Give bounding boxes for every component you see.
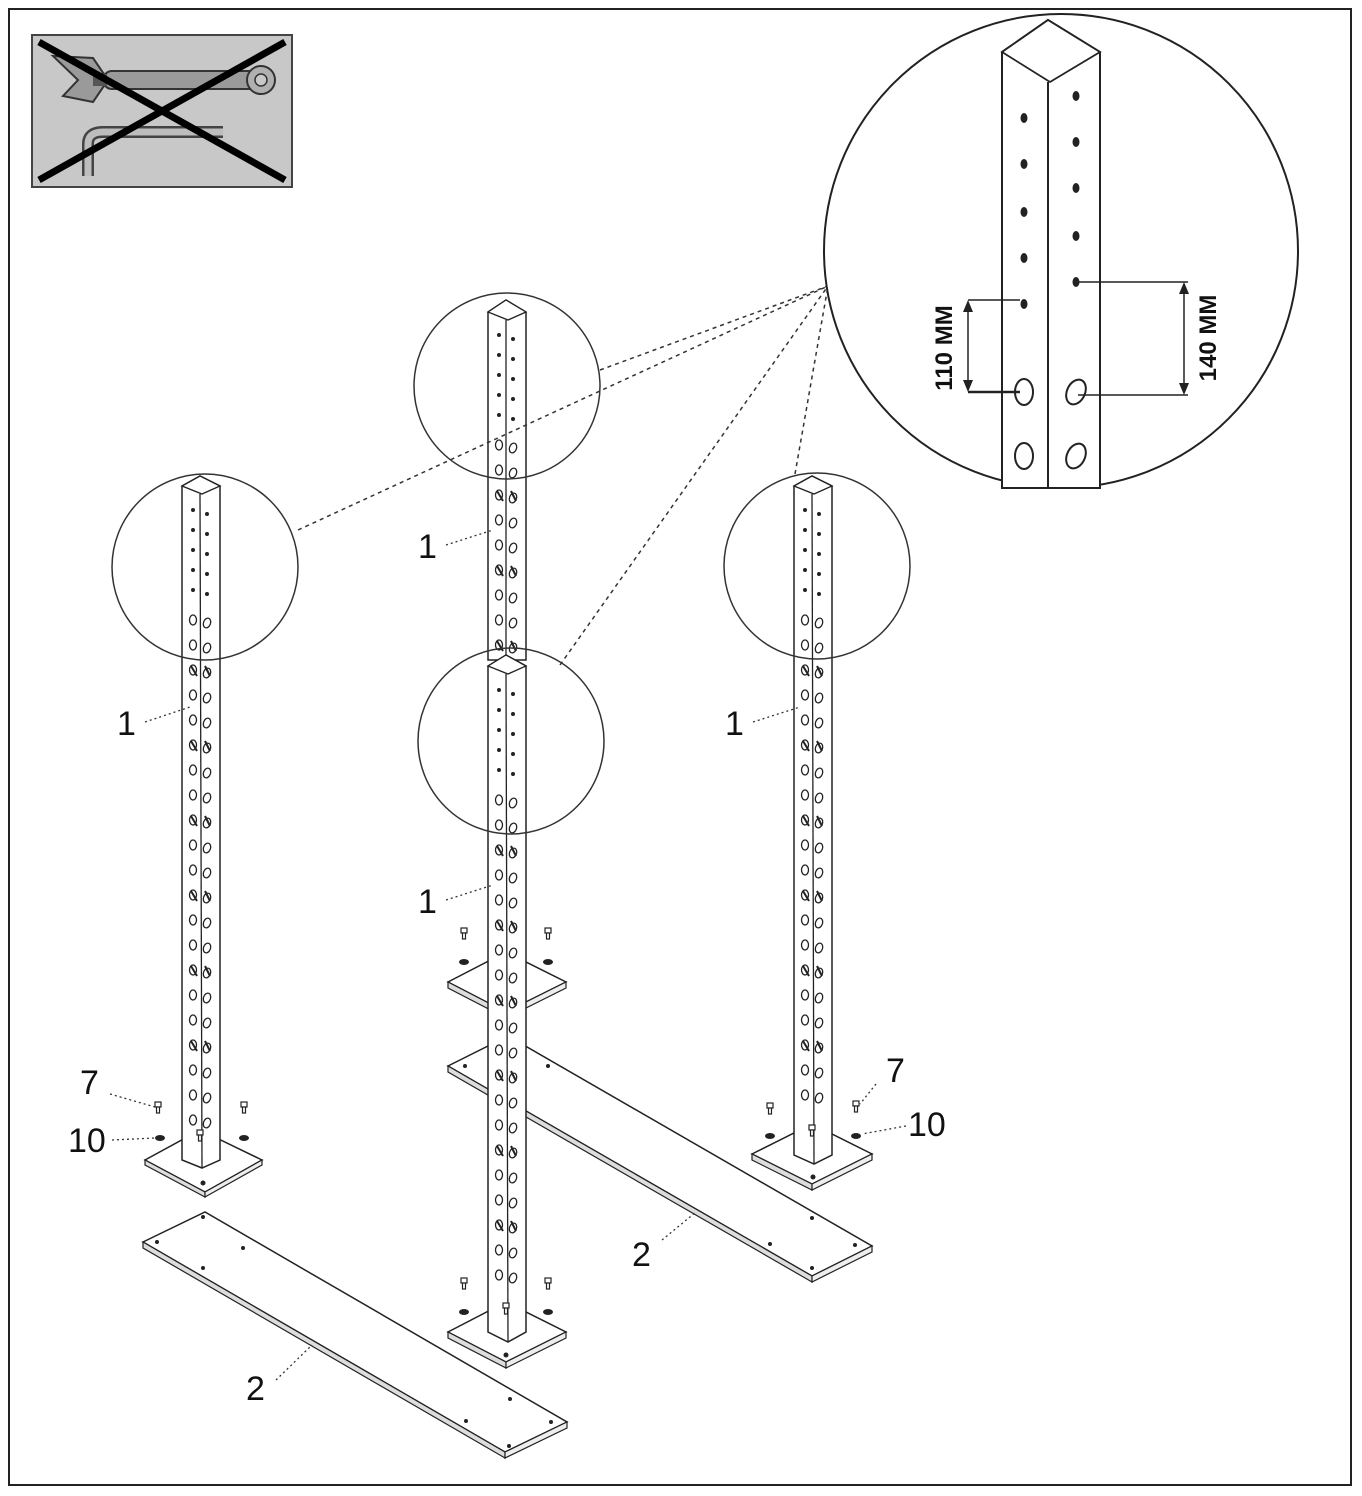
washer-back-b xyxy=(543,959,553,965)
dimension-110-label: 110 MM xyxy=(931,305,958,390)
washer-left-a xyxy=(155,1135,165,1141)
upright-back xyxy=(413,292,601,661)
bolt-left-b xyxy=(240,1101,248,1114)
washer-left-b xyxy=(239,1135,249,1141)
callout-upright-front: 1 xyxy=(418,883,437,921)
washer-right-a xyxy=(765,1133,775,1139)
no-tools-panel xyxy=(31,34,293,188)
callout-washer-right: 10 xyxy=(908,1106,946,1144)
callout-washer-left: 10 xyxy=(68,1122,106,1160)
washer-back-a xyxy=(459,959,469,965)
bolt-back-a xyxy=(460,927,468,940)
bolt-left-a xyxy=(154,1101,162,1114)
washer-right-b xyxy=(851,1133,861,1139)
upright-left xyxy=(111,473,299,1199)
callout-upright-back: 1 xyxy=(418,528,437,566)
callout-stabilizer-right: 2 xyxy=(632,1236,651,1274)
upright-front xyxy=(417,647,605,1343)
callout-upright-right: 1 xyxy=(725,705,744,743)
callout-bolt-left: 7 xyxy=(80,1064,99,1102)
bolt-front-a xyxy=(460,1277,468,1290)
stabilizer-left xyxy=(141,1211,569,1460)
bolt-front-b xyxy=(544,1277,552,1290)
no-tools-icon xyxy=(37,38,287,184)
stabilizer-right xyxy=(446,1035,874,1284)
detail-view: 110 MM 140 MM xyxy=(823,13,1299,489)
washer-front-a xyxy=(459,1309,469,1315)
bolt-right-a xyxy=(766,1102,774,1115)
washer-front-b xyxy=(543,1309,553,1315)
diagram-frame xyxy=(8,8,1352,1486)
upright-right xyxy=(723,472,911,1191)
bolt-back-b xyxy=(544,927,552,940)
bolt-right-b xyxy=(852,1100,860,1113)
dimension-140-label: 140 MM xyxy=(1195,295,1222,382)
callout-leaders xyxy=(109,529,907,1381)
allen-key-icon xyxy=(82,126,223,176)
callout-bolt-right: 7 xyxy=(886,1052,905,1090)
callout-upright-left: 1 xyxy=(117,705,136,743)
detail-leader-lines xyxy=(297,285,829,666)
callout-stabilizer-left: 2 xyxy=(246,1370,265,1408)
